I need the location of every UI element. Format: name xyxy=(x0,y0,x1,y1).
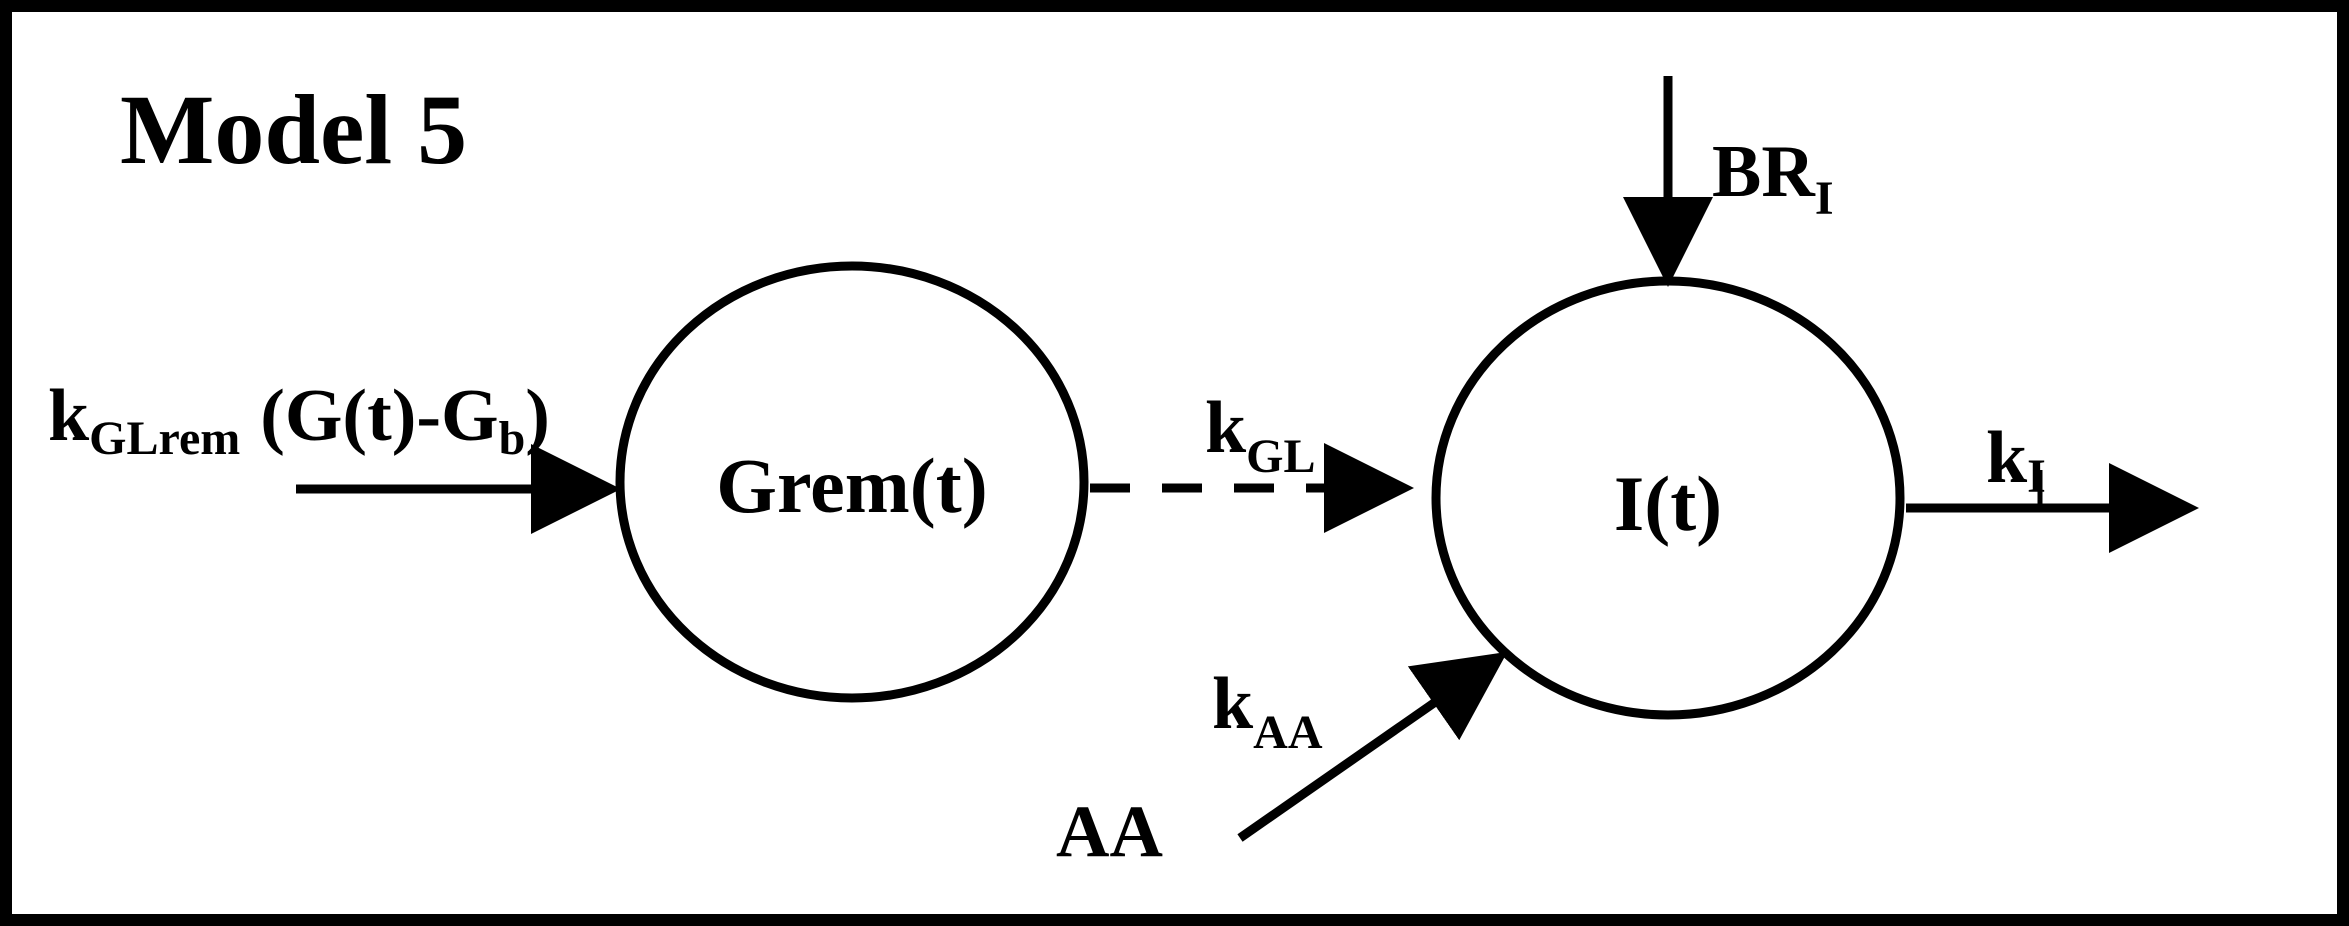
kgl-k: k xyxy=(1205,387,1247,469)
kaa-k: k xyxy=(1212,663,1254,745)
kaa-label: kAA xyxy=(1212,663,1323,759)
kgl-subscript: GL xyxy=(1246,430,1315,483)
ki-subscript: I xyxy=(2027,450,2046,503)
aa-label: AA xyxy=(1056,791,1163,873)
br-label: BRI xyxy=(1712,131,1834,225)
input-k: k xyxy=(48,375,90,457)
aa-arrow xyxy=(1237,651,1508,842)
ki-label: kI xyxy=(1986,417,2046,503)
input-rate-label: kGLrem (G(t)-Gb) xyxy=(48,375,550,465)
diagram-title: Model 5 xyxy=(120,74,467,185)
input-expr-a: (G(t)-G xyxy=(260,375,498,457)
input-expr-b: ) xyxy=(525,375,550,457)
insulin-node-label: I(t) xyxy=(1614,460,1722,547)
input-expr-subscript: b xyxy=(499,412,526,465)
ki-k: k xyxy=(1986,417,2028,499)
br-subscript: I xyxy=(1815,172,1834,225)
grem-node-label: Grem(t) xyxy=(716,442,987,529)
br-text: BR xyxy=(1712,131,1816,213)
kaa-subscript: AA xyxy=(1253,706,1323,759)
input-k-subscript: GLrem xyxy=(89,412,240,465)
kgl-label: kGL xyxy=(1205,387,1316,483)
